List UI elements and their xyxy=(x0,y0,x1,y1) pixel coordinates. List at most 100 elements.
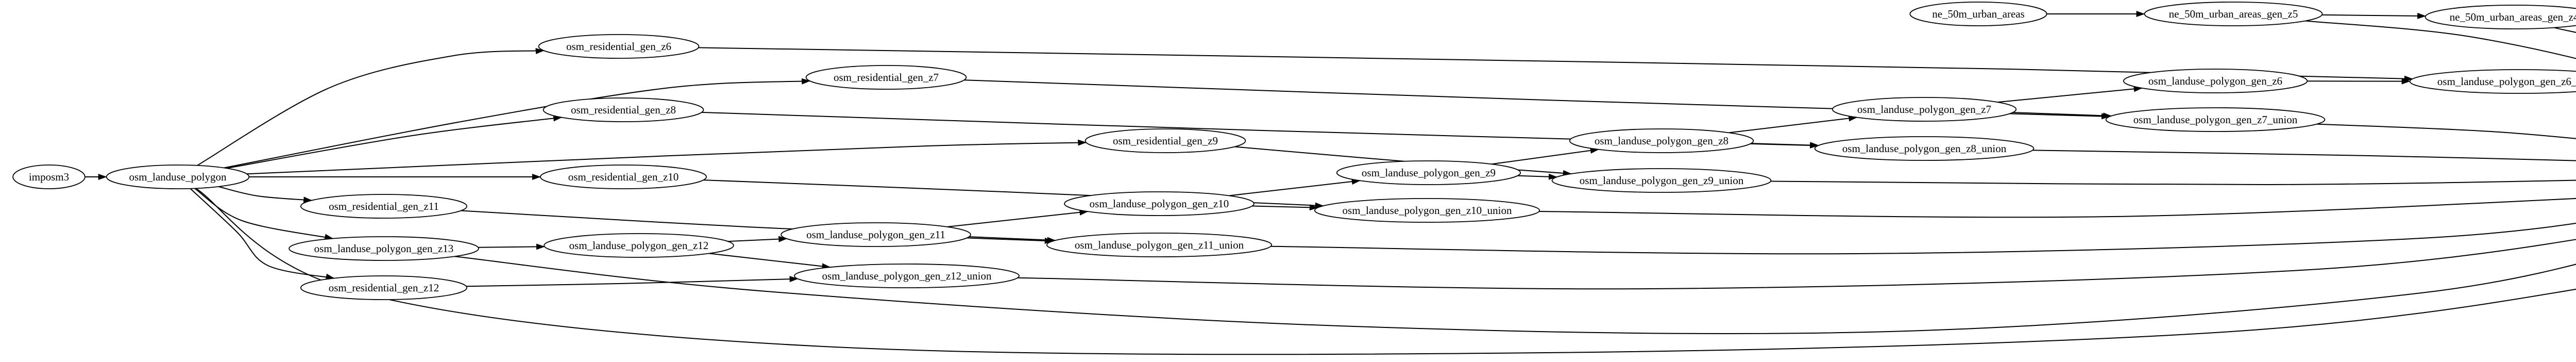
node-label-osm_landuse_polygon_gen_z7: osm_landuse_polygon_gen_z7 xyxy=(1857,103,1991,116)
node-osm_residential_gen_z12: osm_residential_gen_z12 xyxy=(300,275,468,300)
node-label-osm_landuse_polygon_gen_z12_union: osm_landuse_polygon_gen_z12_union xyxy=(822,270,992,282)
edge-osm_landuse_polygon_gen_z9_union-to-row-z9 xyxy=(1770,179,2576,186)
node-ellipse-osm_landuse_polygon_gen_z13 xyxy=(289,236,479,261)
node-label-osm_landuse_polygon_gen_z9_union: osm_landuse_polygon_gen_z9_union xyxy=(1580,174,1744,187)
node-label-osm_landuse_polygon_gen_z13: osm_landuse_polygon_gen_z13 xyxy=(314,242,454,255)
node-osm_residential_gen_z7: osm_residential_gen_z7 xyxy=(805,65,967,90)
edge-osm_residential_gen_z11-to-osm_landuse_polygon_gen_z11_union xyxy=(461,210,1056,243)
node-ellipse-ne_50m_urban_areas_gen_z5 xyxy=(2144,2,2323,26)
edge-osm_landuse_polygon_gen_z10_union-to-row-z10 xyxy=(1539,198,2576,218)
node-ellipse-osm_landuse_polygon_gen_z6 xyxy=(2123,69,2308,93)
node-label-osm_landuse_polygon_gen_z11: osm_landuse_polygon_gen_z11 xyxy=(806,228,945,241)
node-label-imposm3: imposm3 xyxy=(29,171,69,183)
edge-osm_landuse_polygon-to-row-z14+ xyxy=(195,188,2576,355)
node-label-osm_landuse_polygon_gen_z8_union: osm_landuse_polygon_gen_z8_union xyxy=(1842,142,2007,155)
node-ellipse-imposm3 xyxy=(12,164,86,189)
node-ellipse-osm_landuse_polygon_gen_z6_union xyxy=(2409,69,2576,94)
node-label-osm_residential_gen_z8: osm_residential_gen_z8 xyxy=(571,104,676,116)
node-ellipse-osm_landuse_polygon_gen_z12 xyxy=(544,233,734,258)
edge-osm_landuse_polygon-to-osm_landuse_polygon_gen_z13 xyxy=(194,188,334,240)
node-osm_landuse_polygon_gen_z11_union: osm_landuse_polygon_gen_z11_union xyxy=(1046,233,1273,257)
node-osm_residential_gen_z8: osm_residential_gen_z8 xyxy=(543,97,704,122)
node-osm_landuse_polygon_gen_z12: osm_landuse_polygon_gen_z12 xyxy=(544,233,734,258)
node-label-osm_landuse_polygon_gen_z10_union: osm_landuse_polygon_gen_z10_union xyxy=(1343,204,1512,217)
node-osm_landuse_polygon_gen_z6_union: osm_landuse_polygon_gen_z6_union xyxy=(2409,69,2576,94)
node-label-osm_landuse_polygon_gen_z7_union: osm_landuse_polygon_gen_z7_union xyxy=(2133,113,2298,126)
edge-osm_residential_gen_z12-to-osm_landuse_polygon_gen_z12_union xyxy=(466,276,799,287)
edge-osm_landuse_polygon_gen_z8-to-osm_landuse_polygon_gen_z7 xyxy=(1728,115,1858,134)
node-ellipse-osm_residential_gen_z11 xyxy=(300,194,468,219)
edge-osm_landuse_polygon_gen_z12-to-osm_landuse_polygon_gen_z12_union xyxy=(709,253,831,270)
edge-osm_landuse_polygon_gen_z8_union-to-row-z8 xyxy=(2032,150,2576,161)
node-osm_landuse_polygon_gen_z9: osm_landuse_polygon_gen_z9 xyxy=(1336,160,1521,185)
node-osm_landuse_polygon_gen_z13: osm_landuse_polygon_gen_z13 xyxy=(289,236,479,261)
edges-layer xyxy=(84,11,2576,355)
edge-osm_landuse_polygon_gen_z7-to-osm_landuse_polygon_gen_z6 xyxy=(1997,86,2143,103)
edge-osm_landuse_polygon_gen_z9-to-osm_landuse_polygon_gen_z9_union xyxy=(1517,173,1557,180)
node-osm_landuse_polygon_gen_z9_union: osm_landuse_polygon_gen_z9_union xyxy=(1551,168,1772,193)
node-osm_residential_gen_z10: osm_residential_gen_z10 xyxy=(540,164,707,189)
edge-osm_landuse_polygon-to-osm_residential_gen_z12 xyxy=(190,188,335,280)
node-label-ne_50m_urban_areas_gen_z4: ne_50m_urban_areas_gen_z4 xyxy=(2450,11,2576,23)
edge-osm_landuse_polygon_gen_z13-to-osm_landuse_polygon_gen_z12 xyxy=(478,243,545,250)
nodes-layer: imposm3 osm_landuse_polygon osm_residentia… xyxy=(12,2,2576,300)
node-label-osm_residential_gen_z12: osm_residential_gen_z12 xyxy=(329,282,439,294)
edge-osm_landuse_polygon_gen_z7-to-osm_landuse_polygon_gen_z7_union xyxy=(2012,112,2112,119)
node-ellipse-osm_landuse_polygon_gen_z7 xyxy=(1832,97,2017,122)
node-osm_landuse_polygon_gen_z7_union: osm_landuse_polygon_gen_z7_union xyxy=(2105,107,2326,132)
node-ellipse-osm_landuse_polygon_gen_z12_union xyxy=(794,264,1020,288)
edge-osm_landuse_polygon_gen_z9-to-osm_landuse_polygon_gen_z8 xyxy=(1491,147,1599,165)
node-osm_landuse_polygon_gen_z10_union: osm_landuse_polygon_gen_z10_union xyxy=(1314,198,1540,223)
node-ellipse-osm_residential_gen_z10 xyxy=(540,164,707,189)
node-ne_50m_urban_areas: ne_50m_urban_areas xyxy=(1909,2,2047,26)
node-osm_landuse_polygon_gen_z12_union: osm_landuse_polygon_gen_z12_union xyxy=(794,264,1020,288)
node-ellipse-osm_landuse_polygon_gen_z11 xyxy=(781,222,971,247)
node-osm_landuse_polygon_gen_z8_union: osm_landuse_polygon_gen_z8_union xyxy=(1814,136,2035,161)
node-imposm3: imposm3 xyxy=(12,164,86,189)
node-label-osm_landuse_polygon_gen_z11_union: osm_landuse_polygon_gen_z11_union xyxy=(1075,239,1244,251)
node-label-osm_landuse_polygon_gen_z8: osm_landuse_polygon_gen_z8 xyxy=(1595,135,1728,147)
node-label-ne_50m_urban_areas_gen_z5: ne_50m_urban_areas_gen_z5 xyxy=(2169,8,2298,20)
node-label-osm_landuse_polygon_gen_z9: osm_landuse_polygon_gen_z9 xyxy=(1362,167,1496,179)
edge-ne_50m_urban_areas_gen_z5-to-ne_50m_urban_areas_gen_z4 xyxy=(2321,12,2427,19)
edge-osm_landuse_polygon_gen_z10-to-osm_landuse_polygon_gen_z10_union xyxy=(1252,204,1318,211)
node-label-osm_residential_gen_z10: osm_residential_gen_z10 xyxy=(568,171,679,183)
node-ne_50m_urban_areas_gen_z5: ne_50m_urban_areas_gen_z5 xyxy=(2144,2,2323,26)
node-label-osm_residential_gen_z11: osm_residential_gen_z11 xyxy=(329,200,439,212)
node-ellipse-osm_landuse_polygon_gen_z8 xyxy=(1569,128,1754,153)
node-ellipse-osm_residential_gen_z6 xyxy=(538,34,700,59)
edge-osm_landuse_polygon_gen_z7_union-to-row-z7 xyxy=(2316,123,2576,139)
node-label-osm_landuse_polygon_gen_z10: osm_landuse_polygon_gen_z10 xyxy=(1090,198,1229,210)
node-label-osm_residential_gen_z9: osm_residential_gen_z9 xyxy=(1113,135,1218,147)
node-osm_residential_gen_z6: osm_residential_gen_z6 xyxy=(538,34,700,59)
node-ne_50m_urban_areas_gen_z4: ne_50m_urban_areas_gen_z4 xyxy=(2425,5,2576,29)
node-label-osm_landuse_polygon_gen_z12: osm_landuse_polygon_gen_z12 xyxy=(569,239,709,252)
edge-osm_landuse_polygon-to-osm_residential_gen_z6 xyxy=(197,48,545,166)
node-ellipse-osm_landuse_polygon_gen_z7_union xyxy=(2105,107,2326,132)
node-ellipse-osm_landuse_polygon_gen_z8_union xyxy=(1814,136,2035,161)
node-label-osm_landuse_polygon: osm_landuse_polygon xyxy=(129,171,227,183)
edge-osm_landuse_polygon_gen_z11_union-to-row-z11 xyxy=(1270,223,2576,255)
node-label-osm_landuse_polygon_gen_z6: osm_landuse_polygon_gen_z6 xyxy=(2148,75,2282,87)
node-osm_landuse_polygon_gen_z7: osm_landuse_polygon_gen_z7 xyxy=(1832,97,2017,122)
edge-osm_landuse_polygon_gen_z10-to-osm_landuse_polygon_gen_z9 xyxy=(1229,178,1361,196)
node-osm_landuse_polygon_gen_z11: osm_landuse_polygon_gen_z11 xyxy=(781,222,971,247)
node-ellipse-osm_residential_gen_z8 xyxy=(543,97,704,122)
node-osm_landuse_polygon: osm_landuse_polygon xyxy=(106,164,250,189)
node-osm_landuse_polygon_gen_z6: osm_landuse_polygon_gen_z6 xyxy=(2123,69,2308,93)
node-label-osm_residential_gen_z7: osm_residential_gen_z7 xyxy=(834,71,939,84)
edge-osm_landuse_polygon-to-osm_residential_gen_z9 xyxy=(246,139,1087,175)
node-ellipse-osm_landuse_polygon_gen_z9_union xyxy=(1551,168,1772,193)
node-label-ne_50m_urban_areas: ne_50m_urban_areas xyxy=(1932,8,2025,20)
node-osm_residential_gen_z11: osm_residential_gen_z11 xyxy=(300,194,468,219)
node-ellipse-osm_residential_gen_z12 xyxy=(300,275,468,300)
node-label-osm_landuse_polygon_gen_z6_union: osm_landuse_polygon_gen_z6_union xyxy=(2437,75,2576,88)
node-ellipse-ne_50m_urban_areas xyxy=(1909,2,2047,26)
node-ellipse-osm_landuse_polygon xyxy=(106,164,250,189)
node-ellipse-ne_50m_urban_areas_gen_z4 xyxy=(2425,5,2576,29)
edge-osm_landuse_polygon-to-osm_residential_gen_z11 xyxy=(218,186,313,203)
node-osm_landuse_polygon_gen_z8: osm_landuse_polygon_gen_z8 xyxy=(1569,128,1754,153)
edge-osm_landuse_polygon-to-osm_residential_gen_z8 xyxy=(226,115,563,169)
